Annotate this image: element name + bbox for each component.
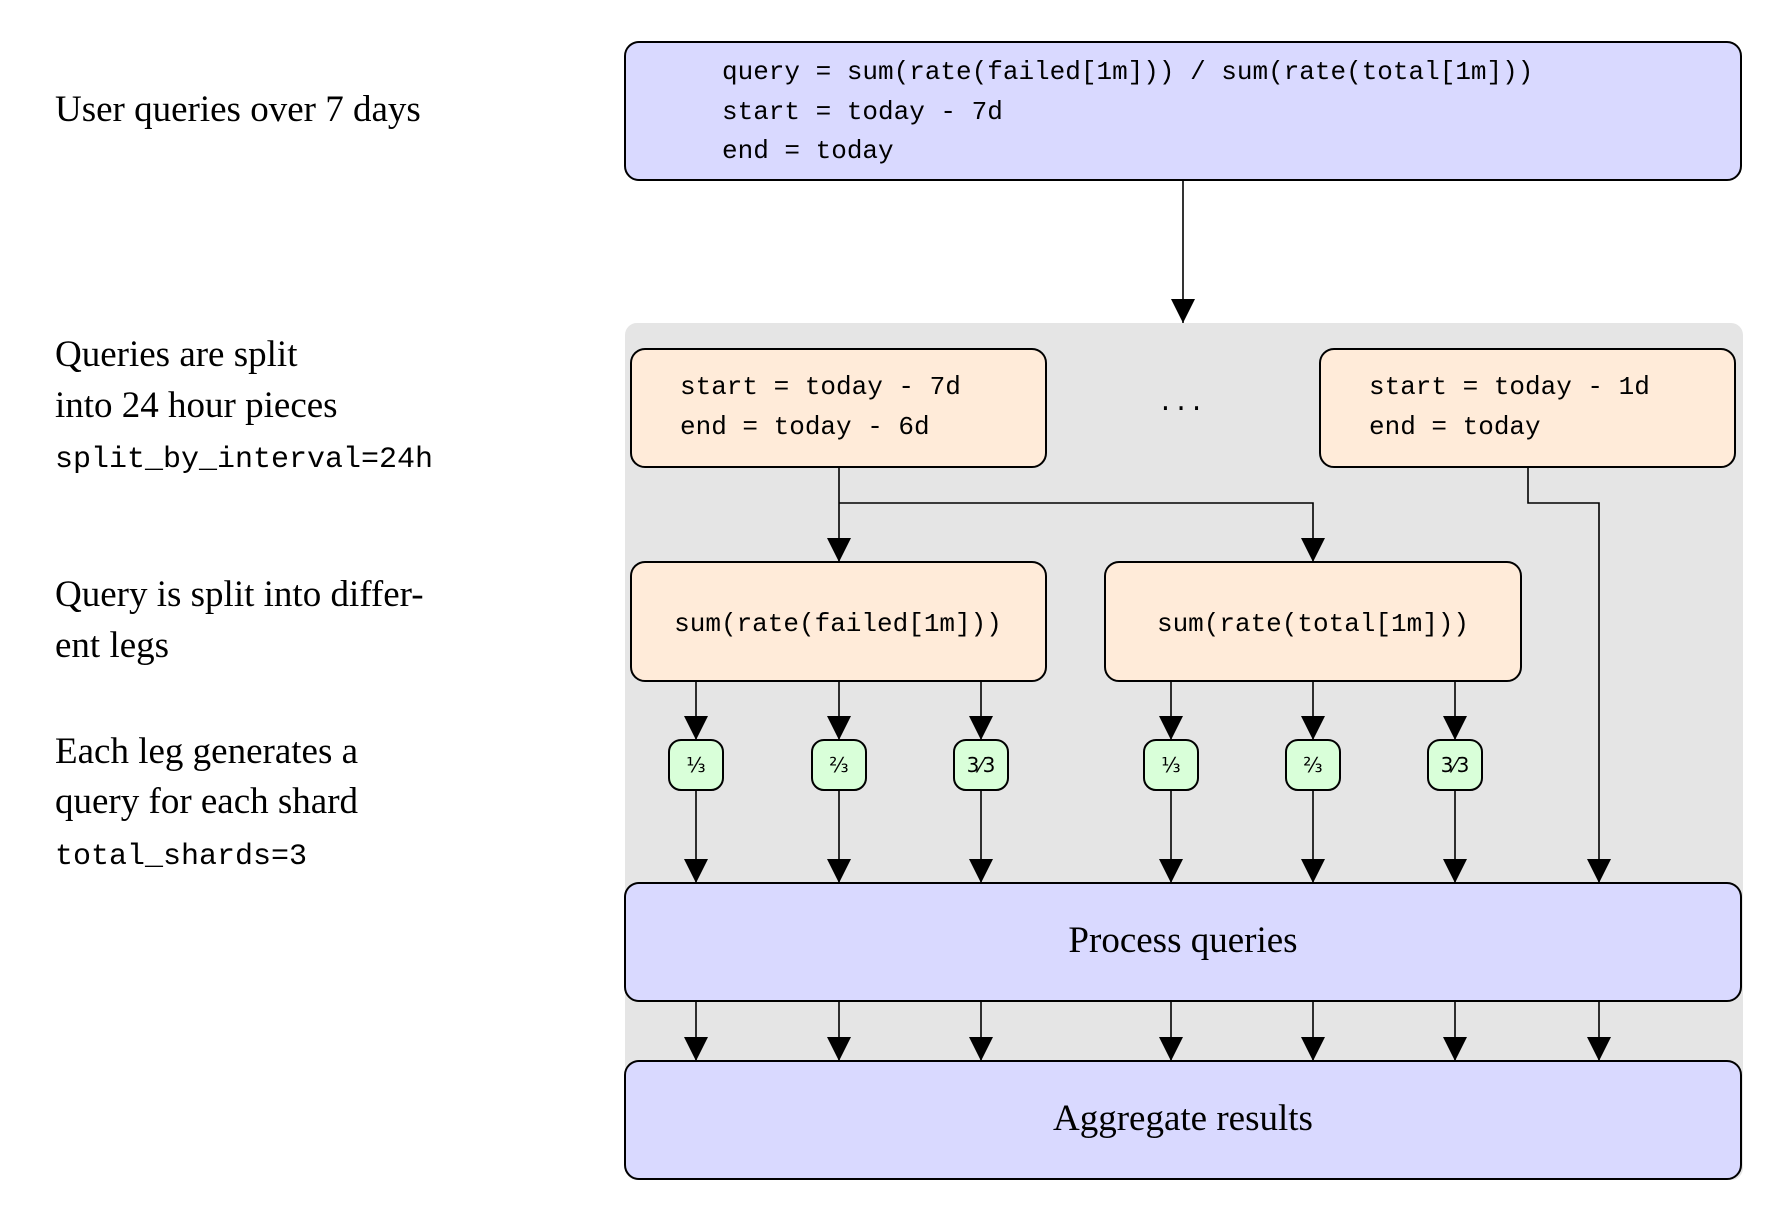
label-legs-line2: ent legs bbox=[55, 625, 169, 666]
interval-last-end: end = today bbox=[1369, 412, 1541, 442]
shard-label: 3⁄3 bbox=[967, 753, 996, 777]
query-start-line: start = today - 7d bbox=[722, 97, 1003, 127]
leg-failed-text: sum(rate(failed[1m])) bbox=[674, 609, 1002, 639]
arrow-to-leg-total bbox=[839, 502, 1325, 562]
aggregate-results-label: Aggregate results bbox=[1053, 1098, 1313, 1139]
interval-first-start: start = today - 7d bbox=[680, 372, 961, 402]
arrow-last-interval-to-process bbox=[1527, 467, 1611, 883]
interval-box-last bbox=[1319, 348, 1736, 468]
leg-total-text: sum(rate(total[1m])) bbox=[1157, 609, 1469, 639]
label-shards-param: total_shards=3 bbox=[55, 840, 307, 874]
interval-box-first bbox=[630, 348, 1047, 468]
ellipsis: ... bbox=[1158, 388, 1205, 418]
label-split-line2: into 24 hour pieces bbox=[55, 385, 338, 426]
label-split-param: split_by_interval=24h bbox=[55, 443, 433, 477]
shard-label: ⅓ bbox=[1161, 753, 1180, 777]
label-shards-line2: query for each shard bbox=[55, 781, 359, 822]
interval-last-start: start = today - 1d bbox=[1369, 372, 1650, 402]
shard-label: ⅔ bbox=[829, 753, 848, 777]
label-legs-line1: Query is split into differ- bbox=[55, 574, 424, 615]
shard-label: ⅔ bbox=[1303, 753, 1322, 777]
interval-first-end: end = today - 6d bbox=[680, 412, 930, 442]
label-user-queries: User queries over 7 days bbox=[55, 89, 421, 130]
process-queries-label: Process queries bbox=[1068, 920, 1297, 961]
query-line: query = sum(rate(failed[1m])) / sum(rate… bbox=[722, 57, 1533, 87]
shard-label: ⅓ bbox=[686, 753, 705, 777]
query-end-line: end = today bbox=[722, 136, 894, 166]
label-shards-line1: Each leg generates a bbox=[55, 731, 358, 772]
aggregate-results-box bbox=[624, 1060, 1742, 1180]
shard-label: 3⁄3 bbox=[1441, 753, 1470, 777]
label-split-line1: Queries are split bbox=[55, 334, 298, 375]
process-queries-box bbox=[624, 882, 1742, 1002]
